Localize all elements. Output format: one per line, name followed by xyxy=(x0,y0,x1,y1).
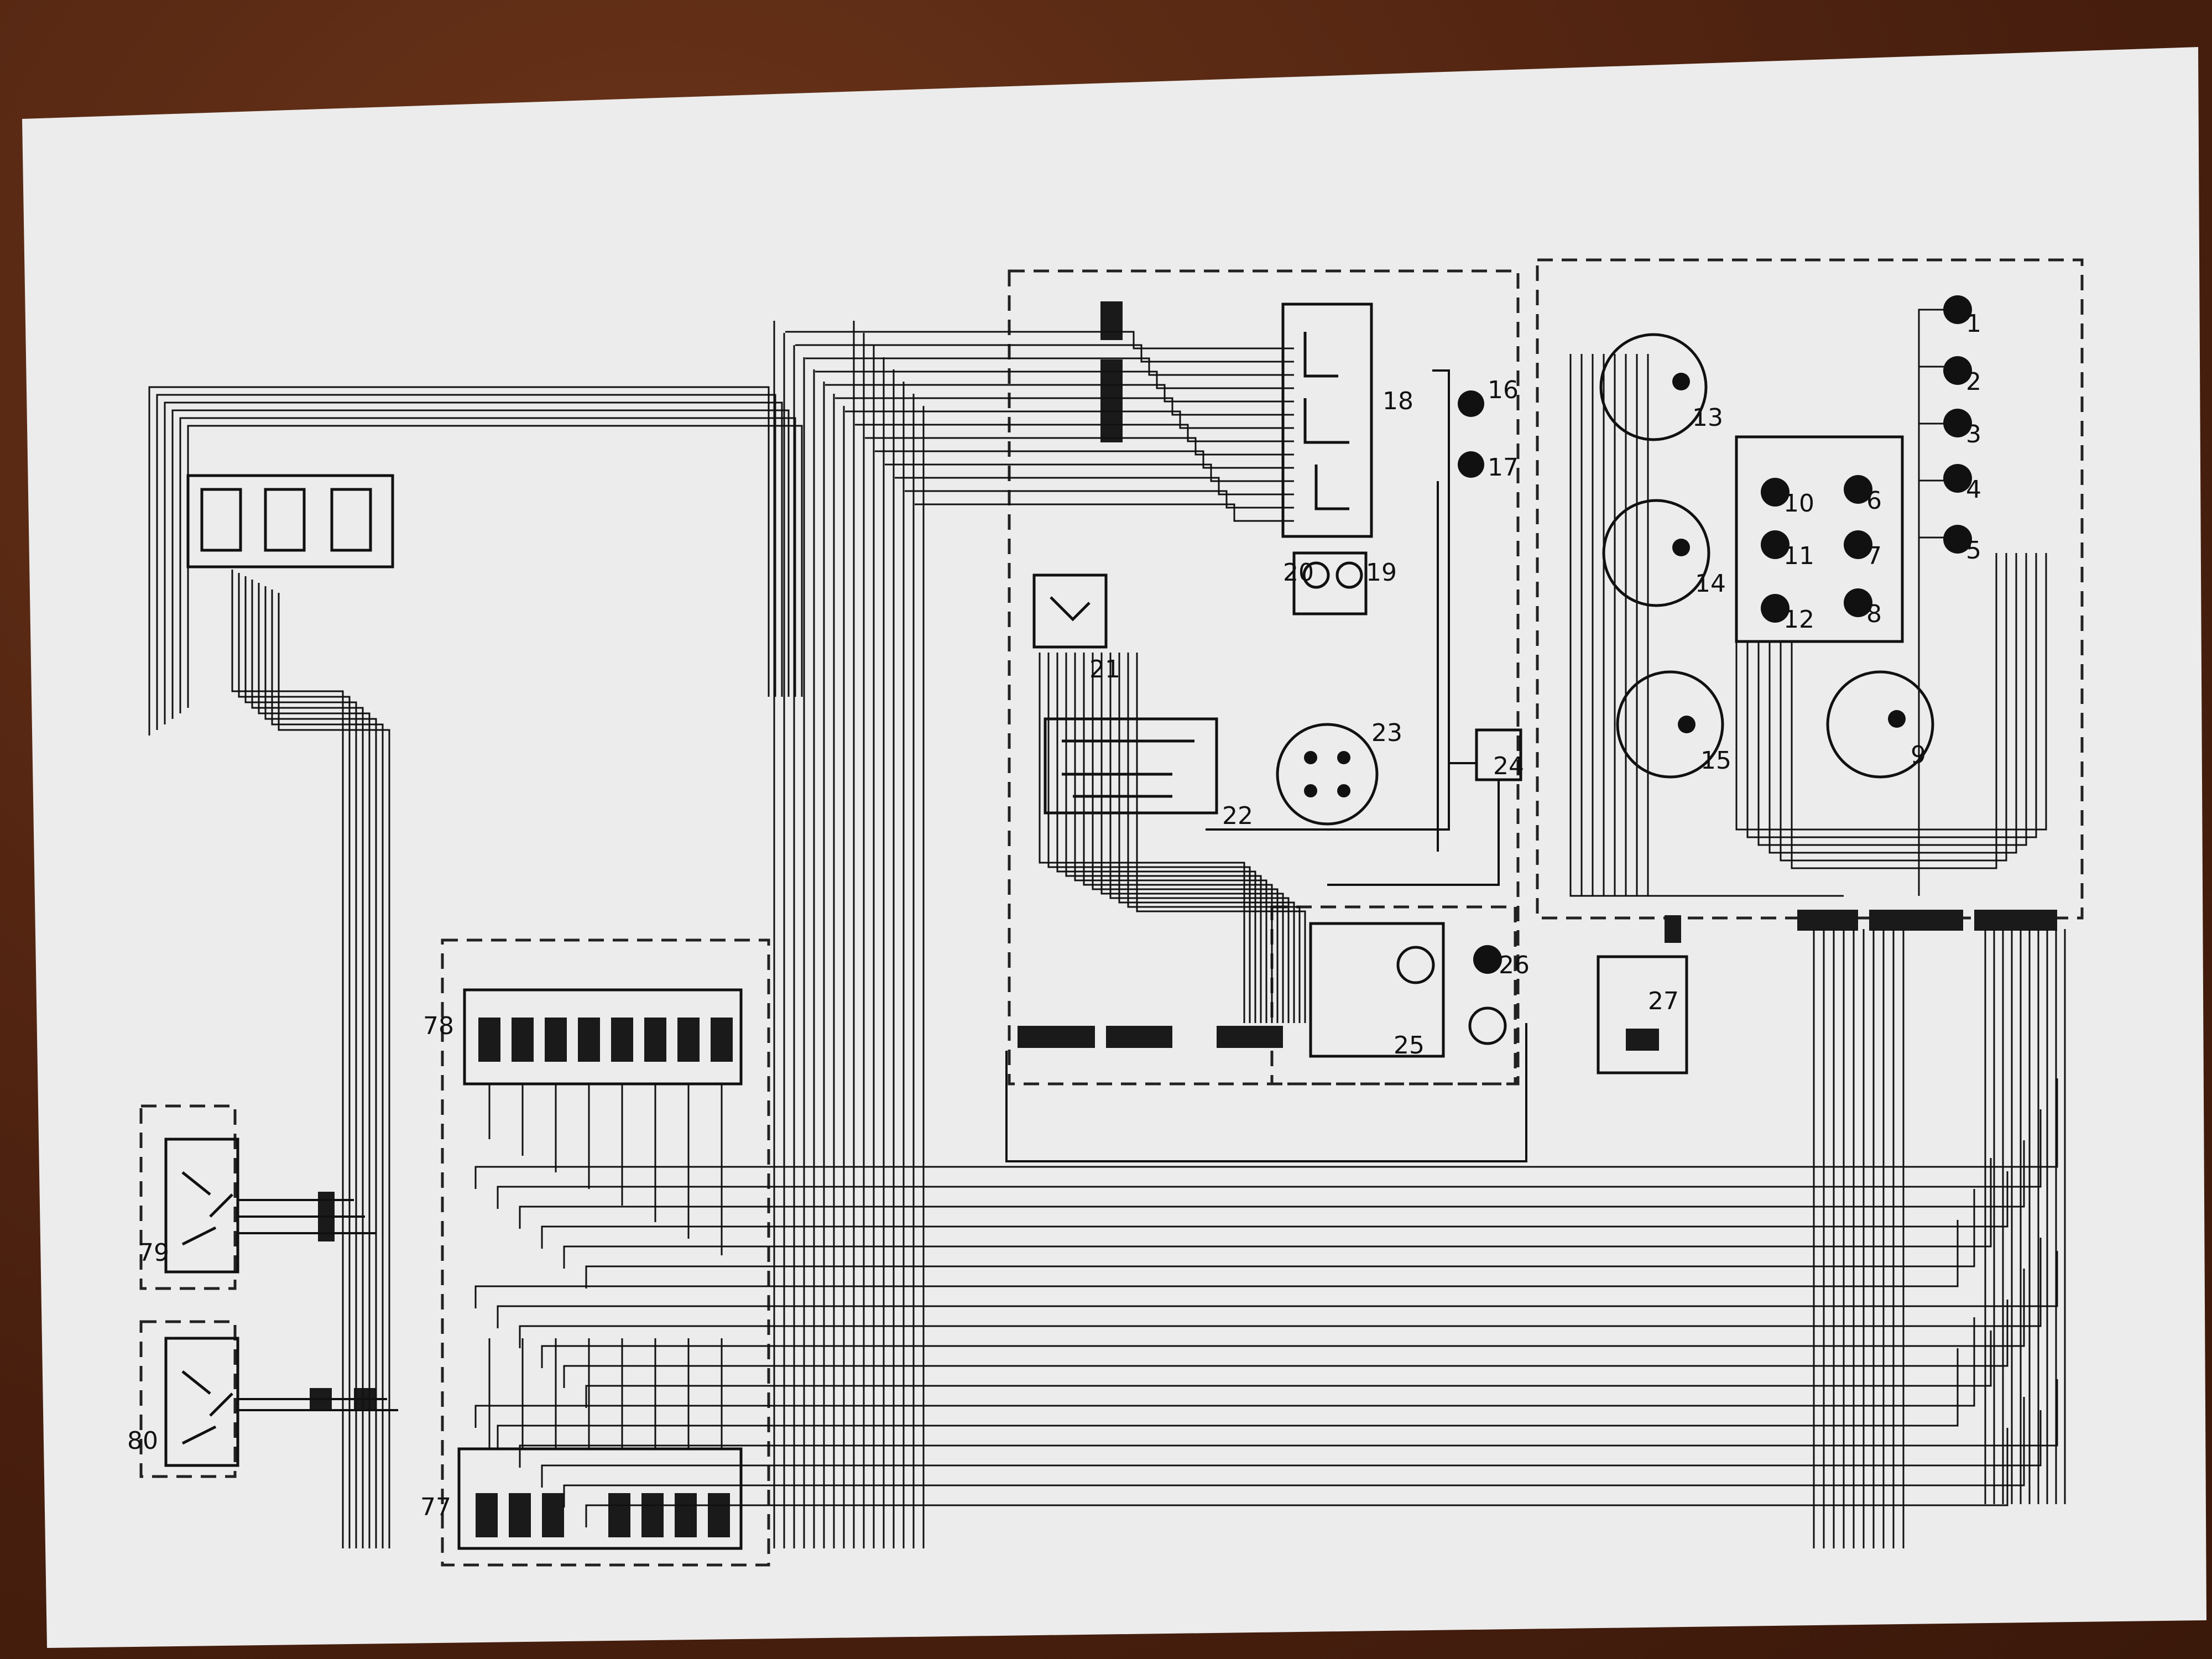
label-4: 4 xyxy=(1966,476,1981,504)
label-22: 22 xyxy=(1222,802,1253,830)
connector-block-77 xyxy=(457,1447,743,1550)
connector-block-78 xyxy=(463,988,743,1086)
component-25 xyxy=(1309,922,1507,1058)
label-5: 5 xyxy=(1966,536,1981,565)
component-labels: 1 2 3 4 5 6 7 8 9 10 11 12 13 14 15 16 1… xyxy=(127,310,1981,1521)
component-18 xyxy=(1281,302,1373,538)
indicator-lamps xyxy=(1735,295,1972,643)
label-26: 26 xyxy=(1499,951,1530,979)
label-24: 24 xyxy=(1493,752,1524,780)
label-25: 25 xyxy=(1394,1031,1425,1060)
paper-sheet xyxy=(22,47,2206,1648)
gauge-15 xyxy=(1616,670,1724,779)
inline-connectors xyxy=(310,301,2057,1410)
gauge-9 xyxy=(1826,670,1934,779)
label-23: 23 xyxy=(1371,719,1402,747)
label-11: 11 xyxy=(1783,542,1814,570)
label-12: 12 xyxy=(1783,606,1814,634)
component-19-20 xyxy=(1292,551,1368,615)
label-1: 1 xyxy=(1966,310,1981,338)
switch-80 xyxy=(164,1337,239,1467)
component-22 xyxy=(1044,717,1218,815)
label-9: 9 xyxy=(1911,741,1926,769)
label-79: 79 xyxy=(138,1239,169,1267)
wiring-harness xyxy=(148,309,2066,1548)
label-20: 20 xyxy=(1283,559,1314,587)
label-16: 16 xyxy=(1488,376,1519,404)
component-27 xyxy=(1597,955,1688,1074)
lamps-16-17 xyxy=(1458,390,1484,478)
label-2: 2 xyxy=(1966,368,1981,396)
label-14: 14 xyxy=(1695,570,1726,598)
lamp-26 xyxy=(1473,945,1502,974)
label-21: 21 xyxy=(1089,655,1120,684)
label-15: 15 xyxy=(1700,747,1731,775)
gauge-13 xyxy=(1599,333,1708,441)
label-80: 80 xyxy=(127,1427,158,1455)
label-27: 27 xyxy=(1648,987,1679,1015)
label-17: 17 xyxy=(1488,453,1519,482)
label-3: 3 xyxy=(1966,420,1981,448)
label-7: 7 xyxy=(1866,542,1882,570)
component-21 xyxy=(1032,573,1108,649)
label-10: 10 xyxy=(1783,489,1814,518)
label-13: 13 xyxy=(1692,404,1723,432)
label-77: 77 xyxy=(420,1493,451,1521)
label-8: 8 xyxy=(1866,600,1882,628)
label-6: 6 xyxy=(1866,487,1882,515)
label-18: 18 xyxy=(1383,387,1413,415)
label-78: 78 xyxy=(423,1012,454,1040)
switch-79 xyxy=(164,1138,239,1274)
label-19: 19 xyxy=(1366,559,1397,587)
component-23 xyxy=(1276,723,1379,826)
